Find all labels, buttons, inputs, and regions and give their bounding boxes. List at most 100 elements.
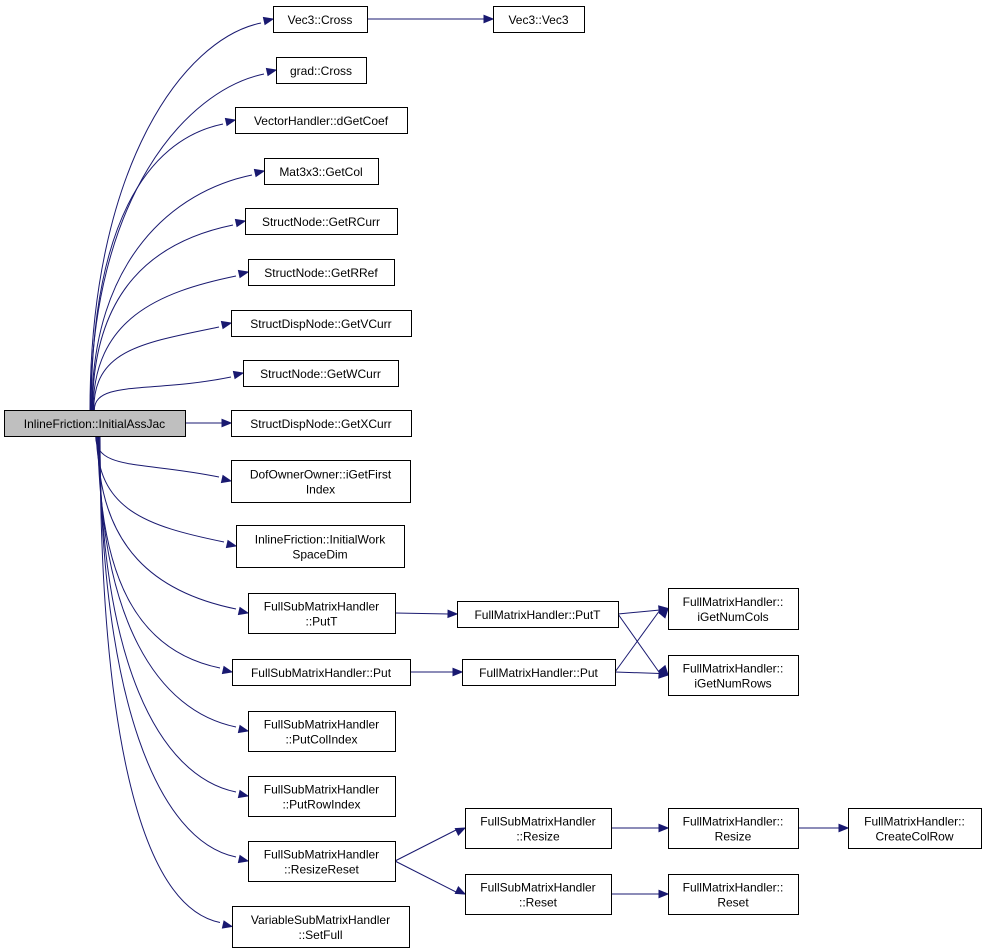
arrowhead (658, 670, 670, 679)
node-label: grad::Cross (290, 64, 352, 78)
arrowhead (237, 789, 250, 799)
arrowhead (221, 920, 234, 929)
node-box (668, 808, 799, 849)
node-box (668, 655, 799, 696)
node-box (462, 659, 616, 686)
node-fsmh-resize[interactable]: FullSubMatrixHandler::Resize (465, 808, 612, 849)
node-box (273, 6, 368, 33)
node-label: FullMatrixHandler::Put (479, 666, 598, 680)
node-fsmh-put[interactable]: FullSubMatrixHandler::Put (232, 659, 411, 686)
node-box (248, 776, 396, 817)
node-fmh-reset[interactable]: FullMatrixHandler::Reset (668, 874, 799, 915)
arrowhead (220, 320, 233, 330)
node-box (231, 460, 411, 503)
node-sdn-getvcurr[interactable]: StructDispNode::GetVCurr (231, 310, 412, 337)
node-label: StructNode::GetWCurr (260, 367, 381, 381)
node-box (232, 659, 411, 686)
node-label: ::PutT (305, 615, 338, 629)
node-box (493, 6, 585, 33)
node-fmh-put[interactable]: FullMatrixHandler::Put (462, 659, 616, 686)
edge-root-to-fsmh_putrowindex (99, 435, 237, 793)
arrowhead (658, 823, 670, 833)
node-box (248, 593, 396, 634)
edge-root-to-sn_getrcurr (91, 224, 234, 411)
node-fsmh-reset[interactable]: FullSubMatrixHandler::Reset (465, 874, 612, 915)
edge-root-to-fsmh_resizereset (99, 435, 237, 858)
edge-root-to-sdn_getvcurr (93, 326, 220, 411)
node-box (243, 360, 399, 387)
node-box (248, 711, 396, 752)
node-box (236, 525, 405, 568)
edge-root-to-fsmh_putt (96, 435, 237, 610)
node-box (245, 208, 398, 235)
node-box (4, 410, 186, 437)
node-label: FullSubMatrixHandler (264, 848, 379, 862)
node-label: Reset (717, 896, 749, 910)
edge-fmh_put-to-fmh_igetnumcols (614, 609, 661, 673)
node-sdn-getxcurr[interactable]: StructDispNode::GetXCurr (231, 410, 412, 437)
node-box (457, 601, 619, 628)
arrowhead (265, 67, 278, 77)
node-label: StructNode::GetRCurr (262, 215, 380, 229)
node-fmh-igetnumrows[interactable]: FullMatrixHandler::iGetNumRows (668, 655, 799, 696)
edge-root-to-vsmh_setfull (99, 435, 221, 923)
edges (89, 14, 850, 929)
edge-fmh_put-to-fmh_igetnumrows (614, 671, 661, 674)
arrowhead (253, 168, 266, 178)
arrowhead (232, 370, 245, 380)
node-fsmh-resizereset[interactable]: FullSubMatrixHandler::ResizeReset (248, 841, 396, 882)
node-sn-getwcurr[interactable]: StructNode::GetWCurr (243, 360, 399, 387)
node-label: FullMatrixHandler::PutT (474, 608, 601, 622)
node-fsmh-putcolindex[interactable]: FullSubMatrixHandler::PutColIndex (248, 711, 396, 752)
node-label: StructNode::GetRRef (264, 266, 378, 280)
node-vh-dgetcoef[interactable]: VectorHandler::dGetCoef (235, 107, 408, 134)
node-fmh-resize[interactable]: FullMatrixHandler::Resize (668, 808, 799, 849)
arrowhead (658, 889, 670, 899)
node-sn-getrref[interactable]: StructNode::GetRRef (248, 259, 395, 286)
node-label: Vec3::Cross (288, 13, 353, 27)
node-box (248, 841, 396, 882)
node-label: VariableSubMatrixHandler (251, 913, 390, 927)
node-vec3-vec3[interactable]: Vec3::Vec3 (493, 6, 585, 33)
node-fmh-putt[interactable]: FullMatrixHandler::PutT (457, 601, 619, 628)
arrowhead (234, 218, 247, 228)
arrowhead (221, 418, 233, 428)
node-mat-getcol[interactable]: Mat3x3::GetCol (264, 158, 379, 185)
arrowhead (658, 607, 669, 619)
arrowhead (452, 667, 464, 677)
edge-fsmh_putt-to-fmh_putt (394, 612, 450, 615)
edge-root-to-fsmh_putcolindex (98, 435, 237, 728)
node-box (232, 906, 410, 948)
edge-root-to-vh_dgetcoef (90, 123, 224, 411)
node-label: FullMatrixHandler:: (683, 815, 784, 829)
node-vec3-cross[interactable]: Vec3::Cross (273, 6, 368, 33)
node-label: StructDispNode::GetXCurr (250, 417, 391, 431)
node-fmh-createcolrow[interactable]: FullMatrixHandler::CreateColRow (848, 808, 982, 849)
node-label: iGetNumCols (697, 610, 768, 624)
node-label: FullMatrixHandler:: (683, 881, 784, 895)
node-root[interactable]: InlineFriction::InitialAssJac (4, 410, 186, 437)
node-label: FullSubMatrixHandler (264, 783, 379, 797)
node-label: VectorHandler::dGetCoef (254, 114, 389, 128)
edge-root-to-vec3_cross (89, 22, 262, 411)
node-grad-cross[interactable]: grad::Cross (276, 57, 367, 84)
edge-fmh_putt-to-fmh_igetnumcols (617, 609, 661, 615)
node-label: ::Resize (516, 830, 560, 844)
node-fsmh-putrowindex[interactable]: FullSubMatrixHandler::PutRowIndex (248, 776, 396, 817)
arrowhead (237, 854, 250, 864)
node-label: ::Reset (519, 896, 558, 910)
node-box (668, 874, 799, 915)
node-label: ::PutColIndex (285, 733, 357, 747)
node-label: FullSubMatrixHandler (264, 600, 379, 614)
edge-root-to-mat_getcol (91, 174, 253, 411)
node-sn-getrcurr[interactable]: StructNode::GetRCurr (245, 208, 398, 235)
node-fsmh-putt[interactable]: FullSubMatrixHandler::PutT (248, 593, 396, 634)
node-fmh-igetnumcols[interactable]: FullMatrixHandler::iGetNumCols (668, 588, 799, 630)
node-box (231, 410, 412, 437)
node-vsmh-setfull[interactable]: VariableSubMatrixHandler::SetFull (232, 906, 410, 948)
node-box (848, 808, 982, 849)
node-label: Mat3x3::GetCol (279, 165, 362, 179)
